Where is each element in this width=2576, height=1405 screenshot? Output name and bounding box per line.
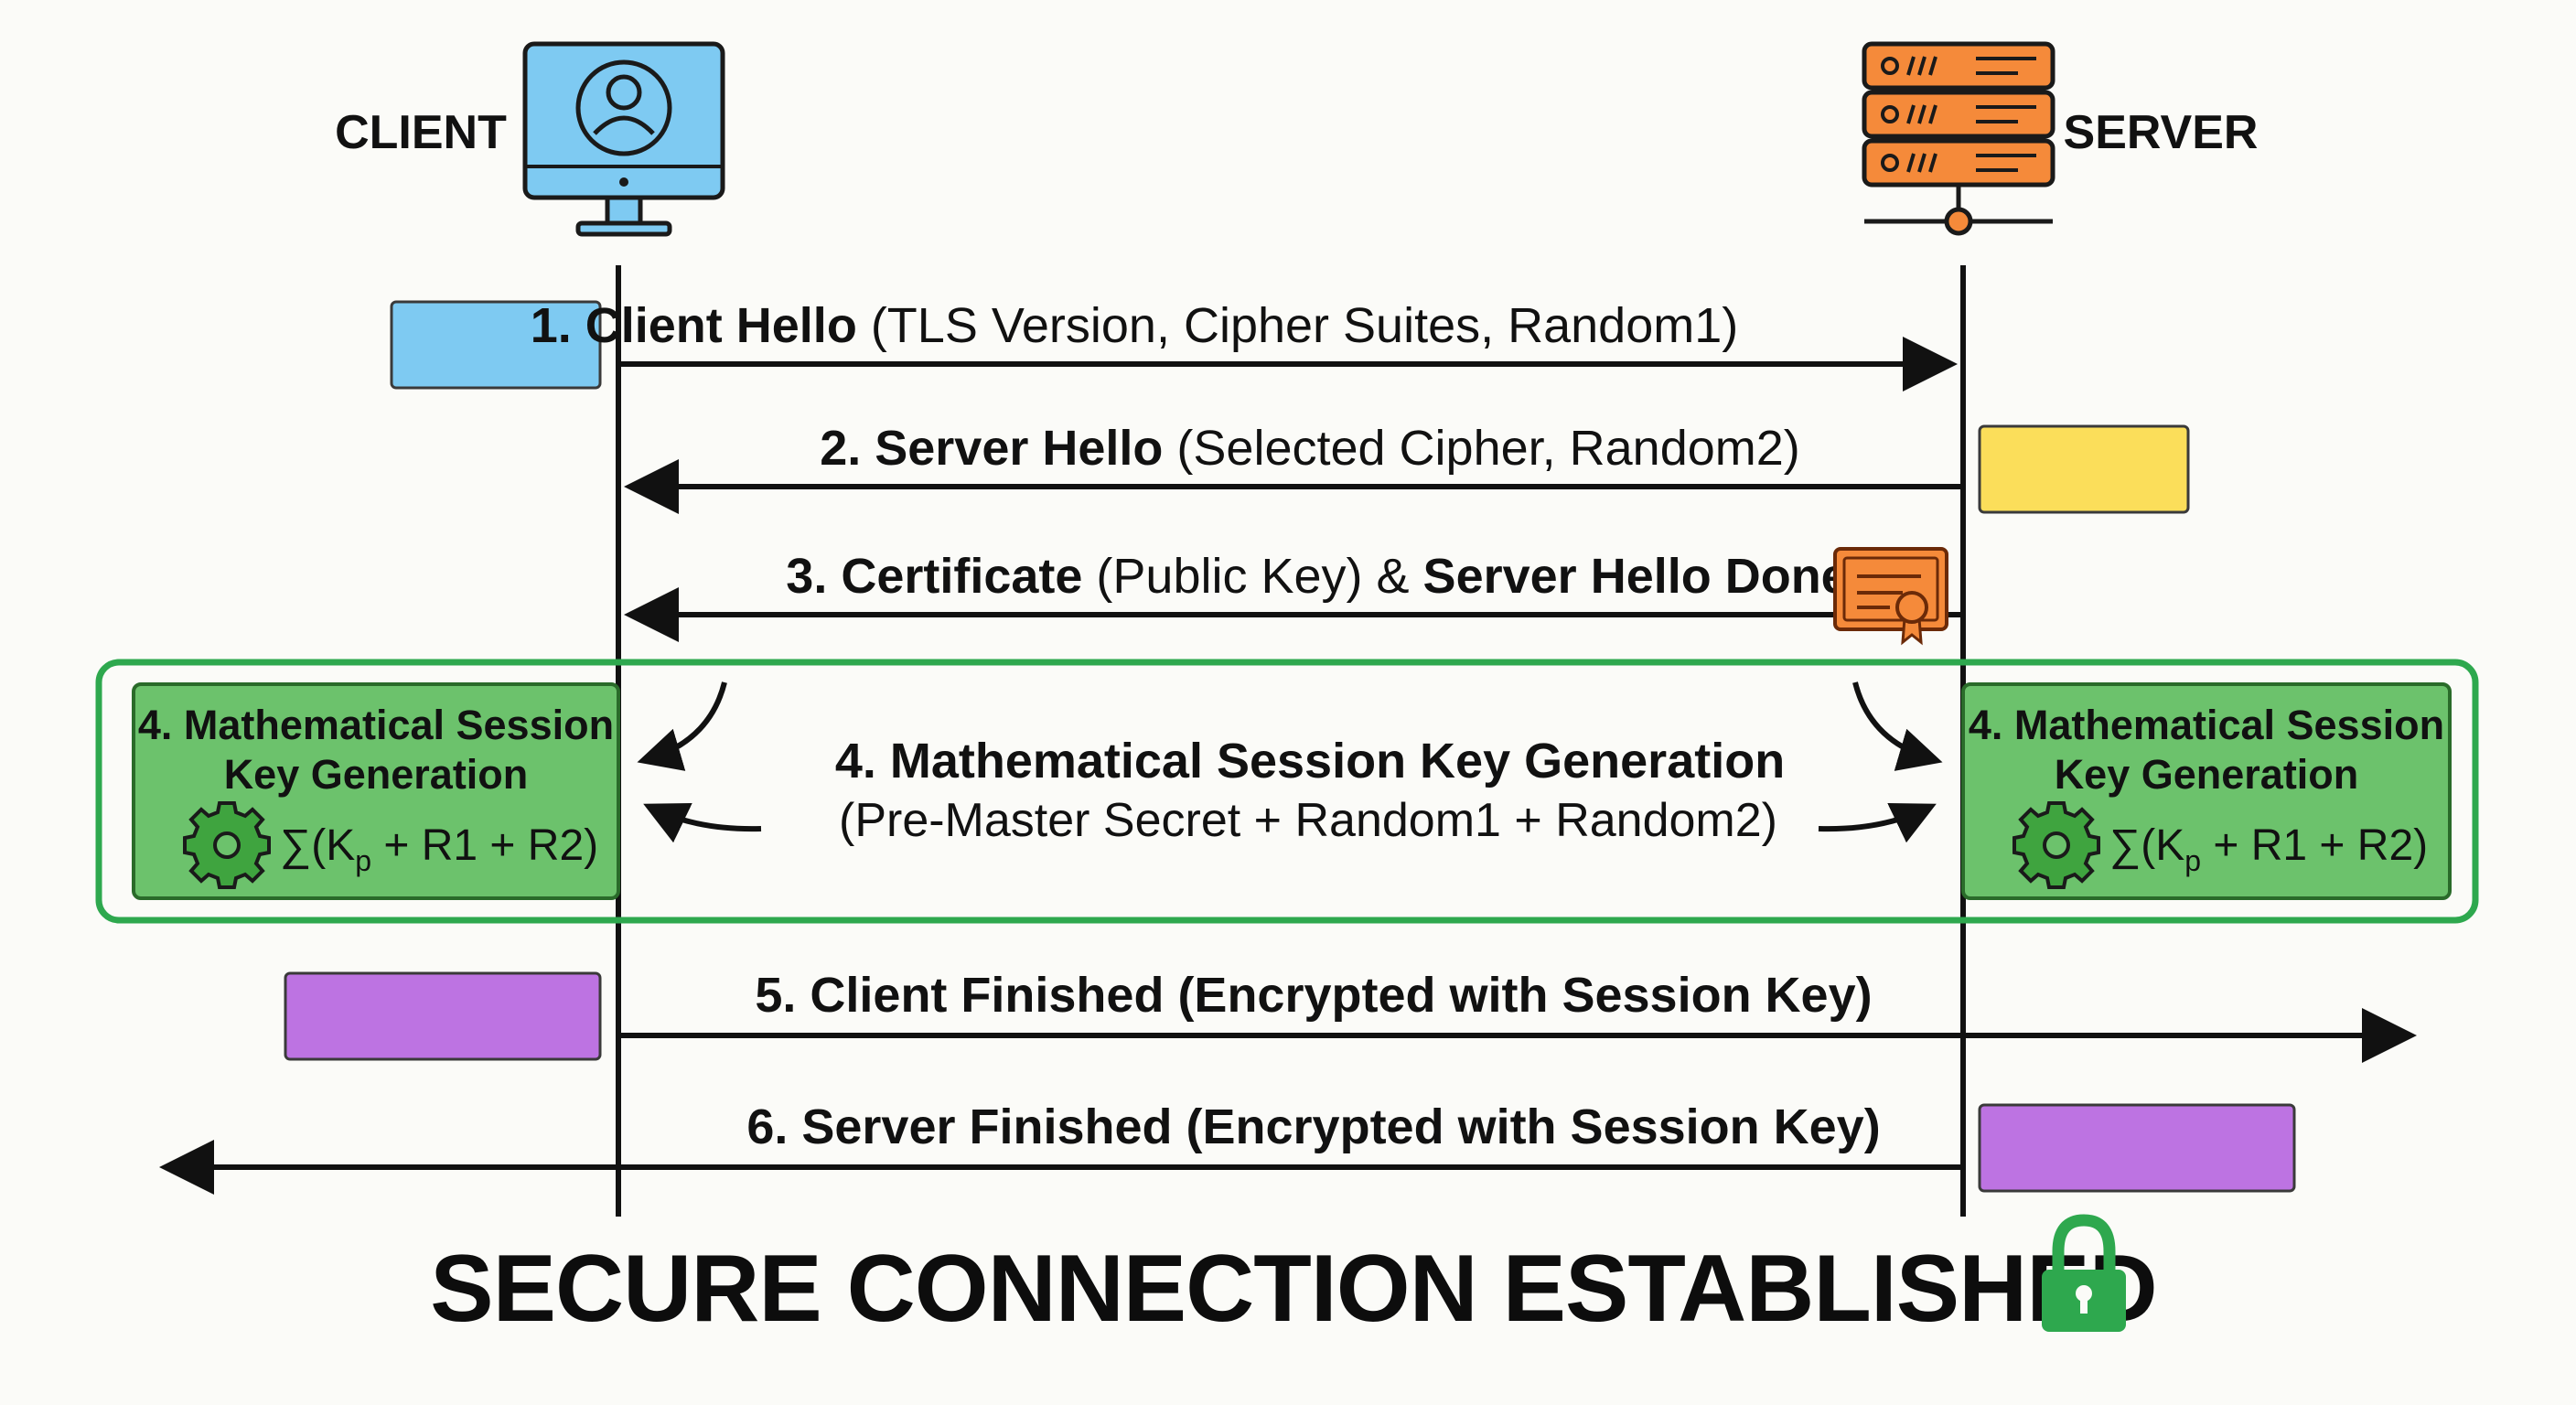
server-finished-block bbox=[1978, 1103, 2296, 1193]
gear-icon bbox=[2012, 801, 2100, 889]
server-formula: ∑(Kp + R1 + R2) bbox=[2109, 821, 2428, 877]
center-key-generation-subtitle: (Pre-Master Secret + Random1 + Random2) bbox=[839, 794, 1777, 847]
key-generation-band bbox=[95, 659, 2479, 924]
lock-icon bbox=[2042, 1214, 2126, 1332]
certificate-icon bbox=[1833, 547, 1948, 646]
server-hello-block bbox=[1978, 424, 2190, 514]
secure-connection-banner: SECURE CONNECTION ESTABLISHED bbox=[430, 1236, 2156, 1342]
server-label: SERVER bbox=[2064, 106, 2259, 159]
server-rack-icon bbox=[1862, 41, 2055, 236]
client-formula: ∑(Kp + R1 + R2) bbox=[280, 821, 598, 877]
gear-icon bbox=[183, 801, 271, 889]
client-hello-block bbox=[390, 300, 602, 390]
curved-arrows bbox=[637, 681, 1943, 843]
server-box-title-line1: 4. Mathematical Session bbox=[1969, 702, 2444, 748]
message-3-label: 3. Certificate (Public Key) & Server Hel… bbox=[786, 549, 1848, 604]
client-box-title-line1: 4. Mathematical Session bbox=[138, 702, 614, 748]
server-key-generation-box: 4. Mathematical Session Key Generation ∑… bbox=[1961, 682, 2452, 900]
server-box-title-line2: Key Generation bbox=[2055, 751, 2359, 798]
curved-arrow-left-bottom bbox=[643, 802, 762, 843]
curved-arrow-left-top bbox=[637, 681, 727, 771]
message-6-label: 6. Server Finished (Encrypted with Sessi… bbox=[746, 1099, 1880, 1154]
message-1-label: 1. Client Hello (TLS Version, Cipher Sui… bbox=[531, 298, 1739, 353]
message-5-label: 5. Client Finished (Encrypted with Sessi… bbox=[755, 968, 1872, 1023]
curved-arrow-right-top bbox=[1852, 681, 1943, 771]
curved-arrow-right-bottom bbox=[1818, 802, 1937, 843]
client-box-title-line2: Key Generation bbox=[224, 751, 529, 798]
message-2-label: 2. Server Hello (Selected Cipher, Random… bbox=[820, 421, 1800, 476]
client-finished-block bbox=[284, 971, 602, 1061]
client-key-generation-box: 4. Mathematical Session Key Generation ∑… bbox=[132, 682, 620, 900]
center-key-generation-title: 4. Mathematical Session Key Generation bbox=[835, 734, 1785, 788]
client-label: CLIENT bbox=[335, 106, 507, 159]
client-monitor-icon bbox=[522, 41, 725, 237]
